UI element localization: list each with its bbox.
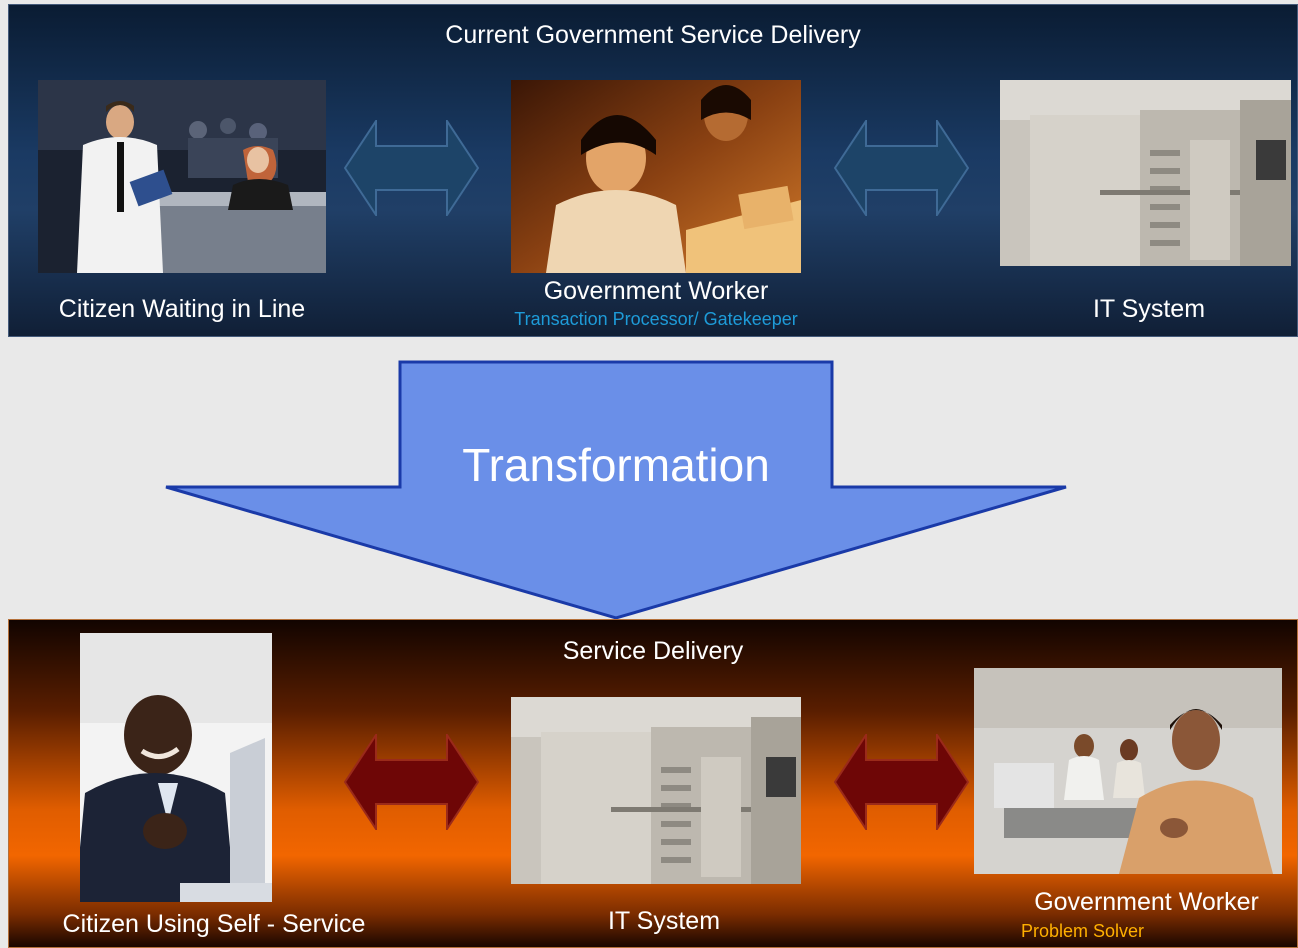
server-rack-photo [511,697,801,884]
government-worker-label: Government Worker [543,277,769,305]
citizen-self-service-label: Citizen Using Self - Service [62,910,366,938]
double-arrow-icon [344,734,479,830]
it-system-label: IT System [1092,295,1206,323]
server-rack-photo [1000,80,1291,266]
citizen-waiting-photo [38,80,326,273]
transformation-arrow-icon [160,360,1072,622]
problem-solver-photo [974,668,1282,874]
service-delivery-panel: Service Delivery [8,619,1298,948]
problem-solver-sublabel: Problem Solver [1021,921,1145,941]
citizen-self-service-photo [80,633,272,902]
government-worker-photo [511,80,801,273]
citizen-waiting-label: Citizen Waiting in Line [58,295,306,323]
double-arrow-icon [344,120,479,216]
transformation-label: Transformation [462,439,770,491]
current-delivery-panel: Current Government Service Delivery [8,4,1298,337]
government-worker-label: Government Worker [1034,888,1259,916]
current-delivery-title: Current Government Service Delivery [445,21,861,49]
double-arrow-icon [834,734,969,830]
it-system-label: IT System [607,907,721,935]
service-delivery-title: Service Delivery [562,637,744,665]
double-arrow-icon [834,120,969,216]
gatekeeper-sublabel: Transaction Processor/ Gatekeeper [514,309,798,329]
